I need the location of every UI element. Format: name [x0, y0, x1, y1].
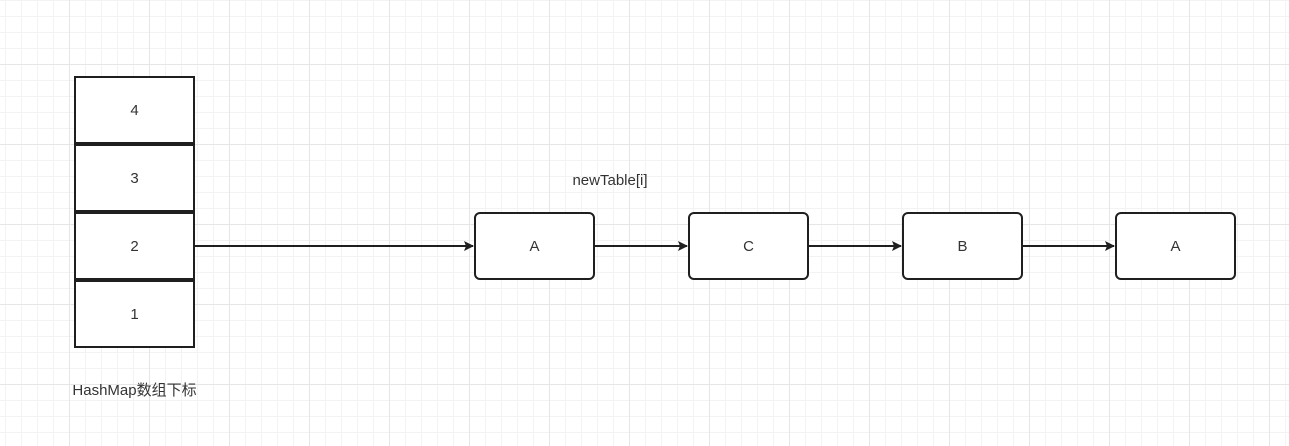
chain-label: newTable[i] [572, 172, 648, 189]
chain-node-2: C [688, 212, 809, 280]
array-cell-2: 2 [74, 212, 195, 280]
array-cell-1: 1 [74, 280, 195, 348]
chain-node-1: A [474, 212, 595, 280]
array-caption: HashMap数组下标 [72, 382, 197, 399]
array-cell-3: 3 [74, 144, 195, 212]
array-cell-4: 4 [74, 76, 195, 144]
chain-node-4: A [1115, 212, 1236, 280]
chain-node-3: B [902, 212, 1023, 280]
